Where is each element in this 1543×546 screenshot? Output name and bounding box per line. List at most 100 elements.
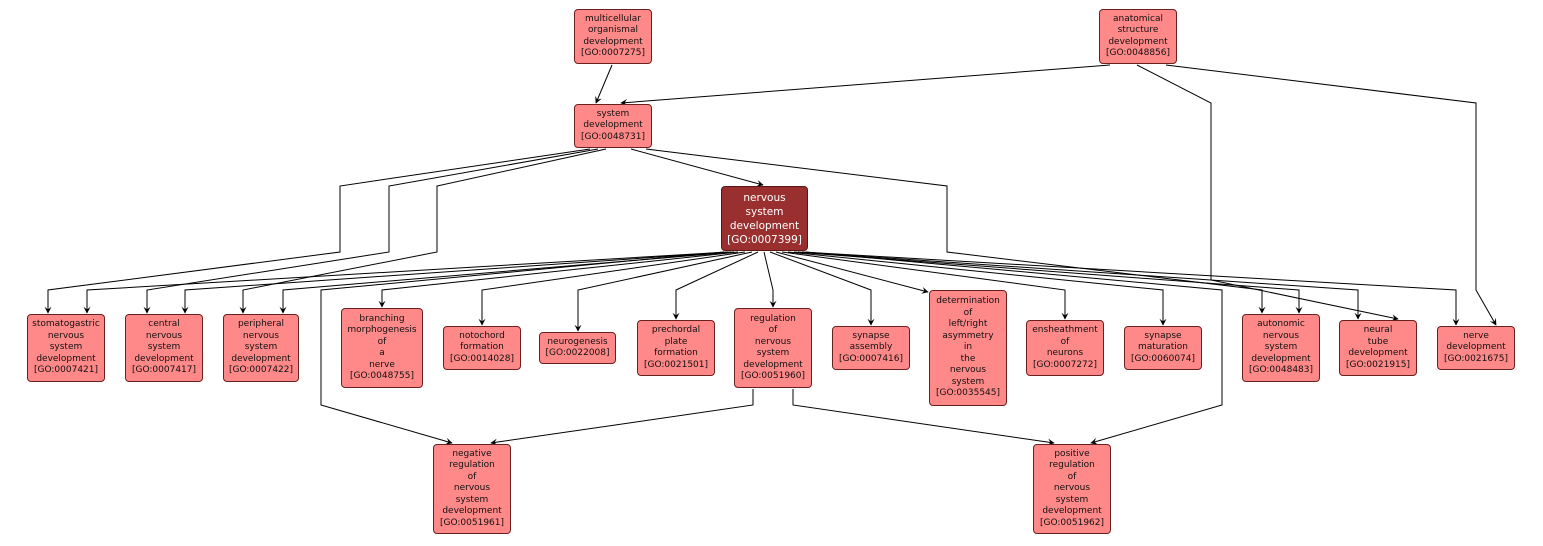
edge-go-0007399-to-go-0048483	[793, 251, 1303, 314]
edge-go-0007399-to-go-0021501	[672, 251, 759, 320]
go-term-label-line: morphogenesis	[347, 325, 417, 335]
go-term-label-line: development	[134, 353, 194, 364]
edge-go-0007399-to-go-0021675	[801, 251, 1460, 326]
edge-go-0048856-to-go-0048731	[620, 64, 1111, 107]
go-term-label-line: development	[583, 120, 643, 131]
go-term-id: [GO:0021675]	[1443, 353, 1509, 364]
go-term-label-line: of	[1060, 336, 1070, 347]
go-term-label-line: formation	[460, 342, 504, 353]
go-term-label-line: regulation	[1049, 460, 1095, 471]
go-term-label-line: of	[1067, 471, 1077, 482]
go-term-label-line: maturation	[1138, 342, 1188, 353]
go-term-label-line: development	[1108, 36, 1168, 47]
go-term-label-line: regulation	[750, 313, 796, 324]
go-term-id: [GO:0048483]	[1248, 365, 1314, 376]
go-term-label-line: autonomic	[1257, 319, 1305, 330]
go-term-label-line: stomatogastric	[32, 319, 100, 330]
go-term-label-line: development	[442, 506, 502, 517]
go-term-label-line: development	[231, 353, 291, 364]
go-term-id: [GO:0007421]	[33, 365, 99, 376]
go-term-label-line: nervous	[145, 330, 183, 341]
go-term-label-line: nervous	[743, 191, 786, 204]
go-term-label-line: anatomical	[1112, 13, 1163, 24]
go-term-label-line: nervous	[47, 330, 85, 341]
go-term-label-line: plate	[664, 336, 688, 347]
go-term-label-line: system	[756, 348, 790, 358]
go-term-label-line: determination	[936, 296, 1000, 307]
go-term-label-line: negative	[452, 448, 492, 459]
edge-go-0007399-to-go-0007272	[781, 251, 1069, 320]
go-term-node-go-0022008[interactable]: neurogenesis[GO:0022008]	[539, 332, 616, 364]
edge-go-0007399-to-go-0007422	[279, 251, 735, 314]
go-term-label-line: nervous	[242, 330, 280, 341]
edge-go-0048856-to-go-0021915	[1136, 64, 1399, 322]
go-term-label-line: notochord	[459, 330, 505, 341]
go-term-label-line: neurogenesis	[547, 336, 608, 347]
go-term-label-line: nerve	[1463, 330, 1489, 341]
go-term-id: [GO:0007417]	[131, 365, 197, 376]
go-term-label-line: organismal	[588, 25, 638, 35]
edge-go-0007275-to-go-0048731	[595, 64, 613, 104]
go-term-label-line: neurons	[1046, 348, 1084, 358]
go-term-id: [GO:0021915]	[1345, 359, 1411, 370]
edge-go-0048731-to-go-0007399	[630, 148, 764, 187]
go-term-label-line: system	[1055, 494, 1089, 505]
edge-go-0007399-to-go-0035545	[775, 251, 929, 294]
go-term-label-line: nervous	[453, 483, 491, 494]
go-term-id: [GO:0048755]	[349, 371, 415, 381]
go-term-label-line: system	[596, 108, 630, 119]
go-term-label-line: development	[729, 219, 800, 232]
edge-go-0007399-to-go-0007417	[181, 251, 732, 314]
go-term-label-line: peripheral	[237, 319, 285, 330]
go-term-label-line: ensheathment	[1032, 325, 1098, 335]
go-term-label-line: development	[583, 36, 643, 47]
go-term-id: [GO:0051961]	[439, 517, 505, 528]
edge-go-0007399-to-go-0014028	[478, 251, 746, 326]
go-term-label-line: system	[951, 376, 985, 387]
go-term-id: [GO:0035545]	[935, 388, 1001, 399]
go-term-label-line: synapse	[1144, 330, 1182, 341]
go-term-label-line: development	[743, 359, 803, 370]
edge-go-0048731-to-go-0007417	[143, 148, 599, 314]
edge-go-0007399-to-go-0021915	[797, 251, 1362, 320]
go-term-label-line: development	[1251, 353, 1311, 364]
go-term-label-line: in	[963, 342, 973, 353]
edge-go-0048856-to-go-0021675	[1165, 64, 1497, 326]
go-term-label-line: the	[960, 353, 976, 364]
edge-go-0007399-to-go-0060074	[787, 251, 1167, 326]
go-term-label-line: branching	[359, 313, 405, 324]
go-term-label-line: prechordal	[651, 325, 701, 335]
go-term-label-line: system	[147, 342, 181, 353]
edge-go-0007399-to-go-0048755	[378, 251, 739, 308]
go-term-label-line: synapse	[852, 330, 890, 341]
edge-go-0007399-to-go-0051962	[805, 251, 1223, 445]
edge-go-0048731-to-go-0007421	[44, 148, 591, 314]
go-term-label-line: central	[148, 319, 180, 330]
go-term-label-line: asymmetry	[942, 330, 994, 341]
edge-go-0048731-to-go-0048483	[645, 148, 1266, 314]
go-term-label-line: of	[768, 325, 778, 335]
go-term-label-line: structure	[1117, 25, 1159, 35]
go-term-label-line: of	[377, 336, 387, 347]
